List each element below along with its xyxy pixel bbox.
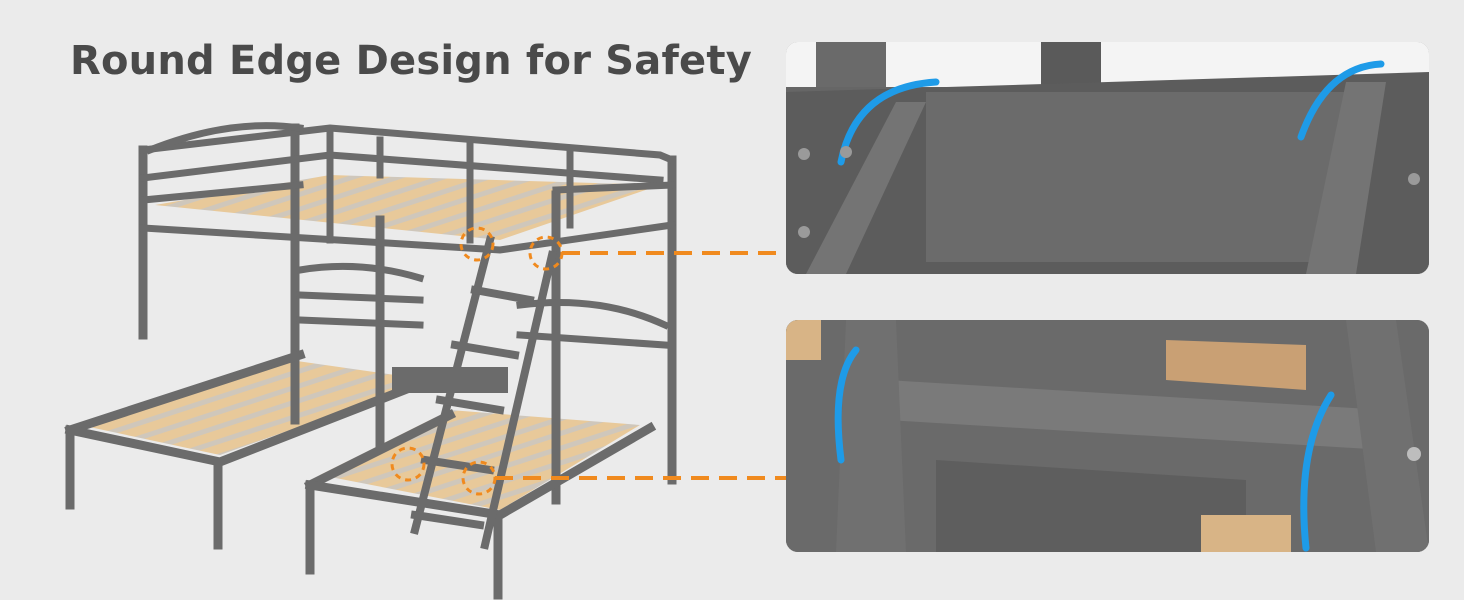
callout-lower bbox=[390, 446, 786, 496]
detail-panel-upper bbox=[786, 42, 1429, 274]
callout-upper bbox=[459, 226, 786, 271]
detail-panel-lower bbox=[786, 320, 1429, 552]
top-bunk-slats bbox=[155, 175, 660, 240]
headline: Round Edge Design for Safety bbox=[70, 38, 752, 84]
lower-left-slats bbox=[80, 360, 430, 455]
